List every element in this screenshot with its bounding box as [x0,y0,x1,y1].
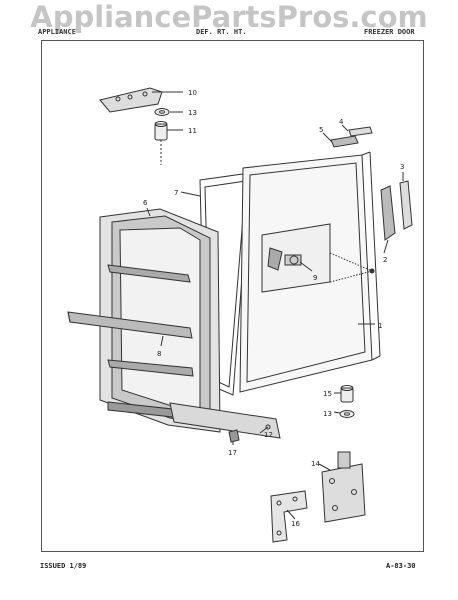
bottom-bushing-part [339,385,355,418]
header-center: DEF. RT. HT. [196,28,247,36]
top-hinge-part [99,87,163,113]
footer-issued: ISSUED 1/89 [40,562,87,570]
bottom-bar-part [169,402,281,439]
callout-3: 3 [400,163,404,171]
handle-part [380,180,413,241]
callout-15: 15 [323,390,332,398]
watermark-logo: AppliancePartsPros.com [30,0,428,34]
callout-4: 4 [339,118,344,126]
callout-16: 16 [291,520,300,528]
door-stop-part [228,429,240,443]
header-right: FREEZER DOOR [364,28,415,36]
callout-14: 14 [311,460,320,468]
header-left: APPLIANCE [38,28,76,36]
bushing-part [154,121,168,141]
bottom-hinge-part [321,451,366,523]
callout-6: 6 [143,199,148,207]
callout-7: 7 [174,189,178,197]
hinge-detail-inset [261,223,375,293]
callout-1: 1 [378,322,382,330]
footer-page-ref: A-83-30 [386,562,416,570]
callout-11: 11 [188,127,197,135]
washer-part [154,108,170,116]
callout-10: 10 [188,89,197,97]
door-liner-part [99,208,221,433]
callout-8: 8 [157,350,161,358]
pin-cover-part [330,126,373,148]
callout-12: 12 [264,431,273,439]
callout-13-bottom: 13 [323,410,332,418]
shelf-bar-part [67,311,193,339]
callout-17: 17 [228,449,237,457]
callout-2: 2 [383,256,387,264]
hinge-bracket-part [270,490,308,543]
callout-13-top: 13 [188,109,197,117]
callout-9: 9 [313,274,317,282]
diagram-frame [41,40,424,552]
callout-5: 5 [319,126,323,134]
